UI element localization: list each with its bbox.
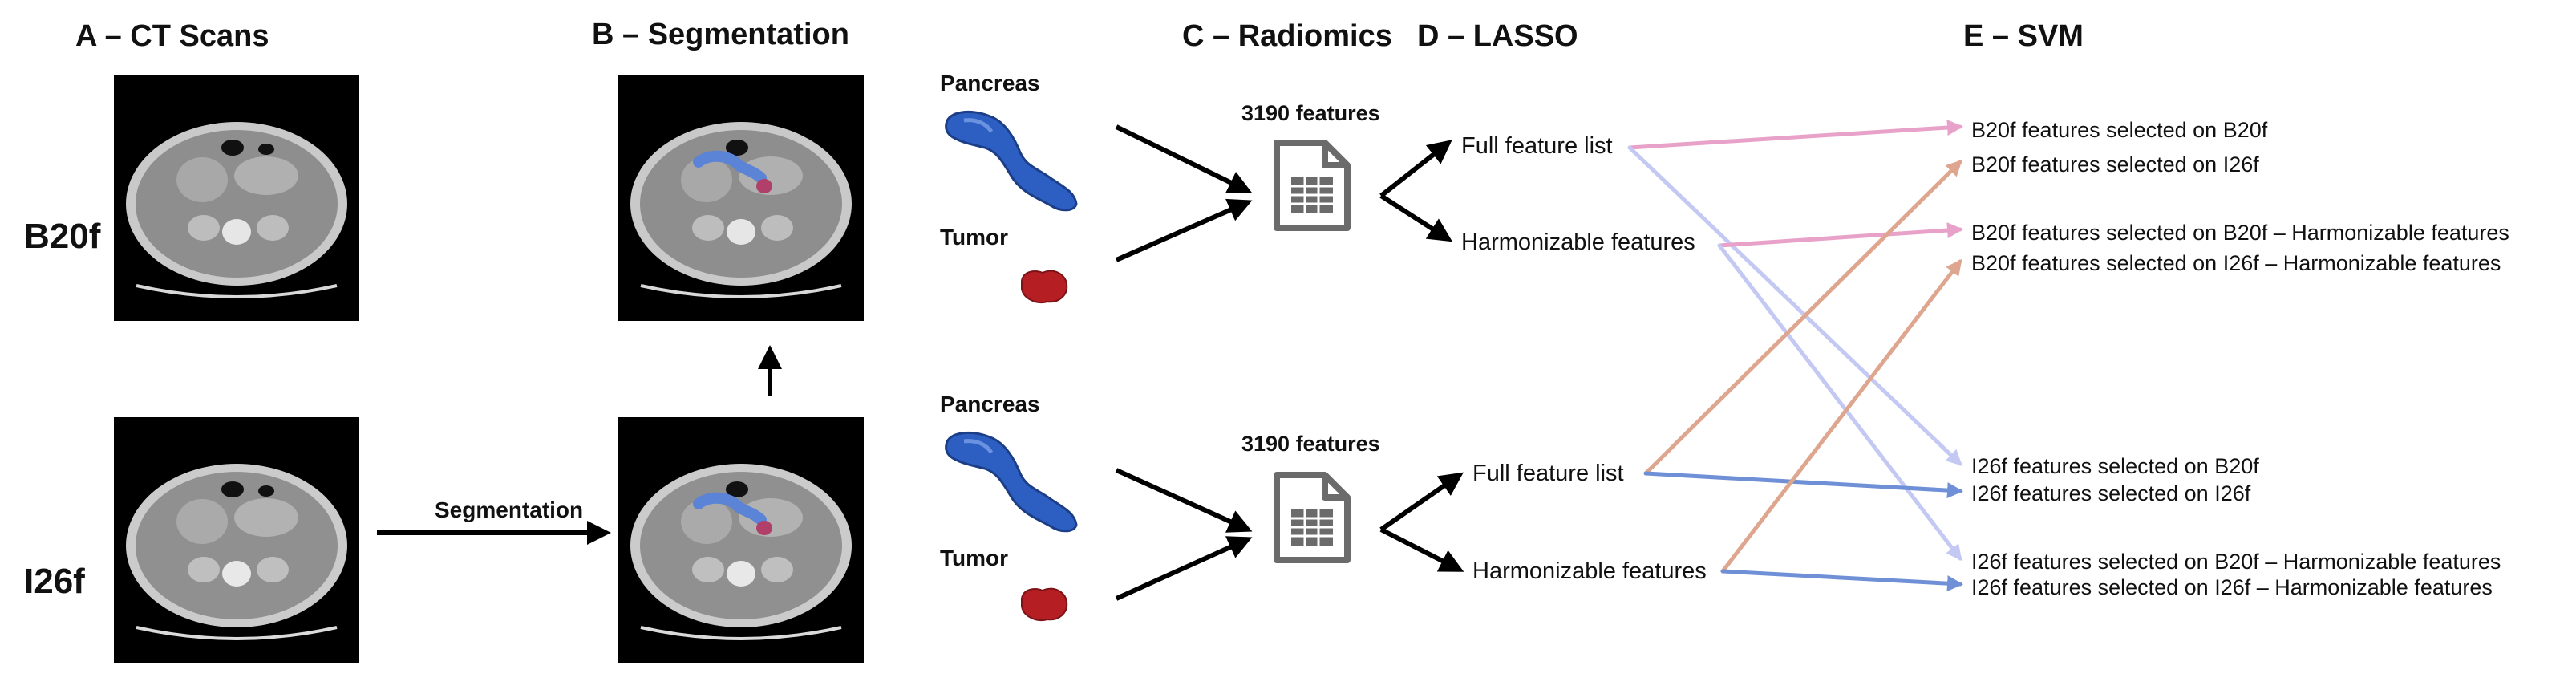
pancreas-label-top: Pancreas xyxy=(940,71,1040,95)
segmentation-arrow-label: Segmentation xyxy=(435,497,584,522)
pancreas-shape-top xyxy=(945,110,1078,212)
svm-label-6: I26f features selected on I26f xyxy=(1971,481,2251,505)
svm-label-4: B20f features selected on I26f – Harmoni… xyxy=(1971,251,2501,275)
feature-count-top: 3190 features xyxy=(1241,101,1380,125)
document-table-icon xyxy=(1274,140,1351,231)
svm-label-1: B20f features selected on B20f xyxy=(1971,118,2268,142)
lasso-full-list-bottom: Full feature list xyxy=(1472,461,1624,486)
tumor-label-bottom: Tumor xyxy=(940,546,1009,570)
document-table-icon xyxy=(1274,472,1351,563)
row-label-b20f: B20f xyxy=(24,217,101,256)
svm-label-7: I26f features selected on B20f – Harmoni… xyxy=(1971,550,2501,574)
tumor-shape-top xyxy=(1021,270,1068,303)
tumor-label-top: Tumor xyxy=(940,225,1009,250)
panel-title-lasso: D – LASSO xyxy=(1417,19,1578,53)
pancreas-label-bottom: Pancreas xyxy=(940,392,1040,416)
ct-scan-i26f-segmented xyxy=(618,417,864,663)
ct-scan-b20f xyxy=(114,75,359,321)
svm-label-3: B20f features selected on B20f – Harmoni… xyxy=(1971,221,2509,245)
row-label-i26f: I26f xyxy=(24,562,85,601)
svm-label-2: B20f features selected on I26f xyxy=(1971,152,2259,177)
panel-title-ct-scans: A – CT Scans xyxy=(75,19,269,53)
svm-label-8: I26f features selected on I26f – Harmoni… xyxy=(1971,575,2493,599)
panel-title-radiomics: C – Radiomics xyxy=(1182,19,1392,53)
lasso-harmonizable-bottom: Harmonizable features xyxy=(1472,558,1707,584)
feature-count-bottom: 3190 features xyxy=(1241,432,1380,456)
panel-title-svm: E – SVM xyxy=(1963,19,2084,53)
ct-scan-i26f xyxy=(114,417,359,663)
svm-label-5: I26f features selected on B20f xyxy=(1971,454,2259,478)
lasso-full-list-top: Full feature list xyxy=(1461,133,1613,159)
lasso-harmonizable-top: Harmonizable features xyxy=(1461,229,1695,255)
tumor-shape-bottom xyxy=(1021,587,1068,621)
pancreas-shape-bottom xyxy=(945,431,1078,533)
ct-scan-b20f-segmented xyxy=(618,75,864,321)
panel-title-segmentation: B – Segmentation xyxy=(592,18,849,51)
